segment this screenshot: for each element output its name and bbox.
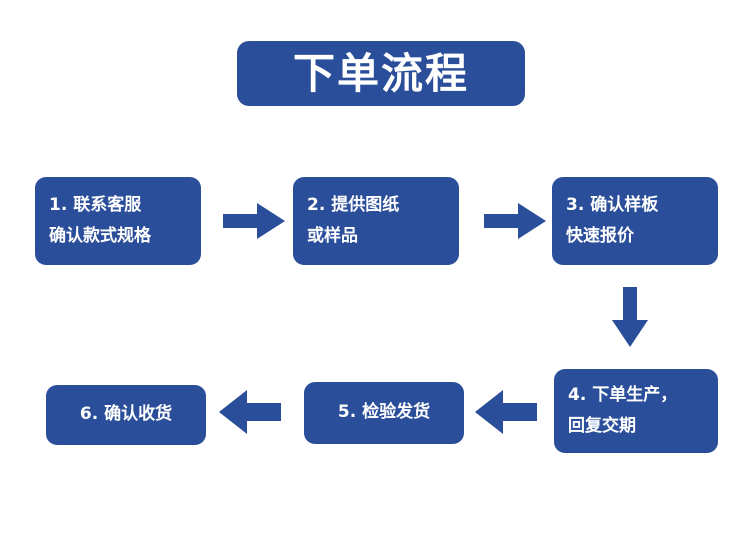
- flow-step-2[interactable]: 2. 提供图纸 或样品: [293, 177, 459, 265]
- flow-step-1-line-1: 1. 联系客服: [49, 194, 142, 215]
- arrow-down-icon: [612, 287, 648, 347]
- flow-step-4[interactable]: 4. 下单生产， 回复交期: [554, 369, 718, 453]
- flow-step-6[interactable]: 6. 确认收货: [46, 385, 206, 445]
- flow-step-6-line-1: 6. 确认收货: [79, 404, 173, 425]
- flow-step-3[interactable]: 3. 确认样板 快速报价: [552, 177, 718, 265]
- arrow-right-icon: [484, 203, 546, 239]
- arrow-left-icon: [475, 390, 537, 434]
- flow-step-1-line-2: 确认款式规格: [49, 226, 151, 246]
- flow-step-3-line-2: 快速报价: [566, 226, 634, 246]
- flow-step-1[interactable]: 1. 联系客服 确认款式规格: [35, 177, 201, 265]
- flow-step-5[interactable]: 5. 检验发货: [304, 382, 464, 444]
- page-title: 下单流程: [292, 48, 469, 98]
- flow-step-2-line-2: 或样品: [307, 226, 358, 246]
- flow-step-4-line-1: 4. 下单生产，: [568, 384, 678, 405]
- flowchart-title-banner: 下单流程: [237, 41, 525, 106]
- flow-step-4-line-2: 回复交期: [568, 416, 636, 436]
- arrow-left-icon: [219, 390, 281, 434]
- flow-step-3-line-1: 3. 确认样板: [566, 194, 659, 215]
- arrow-right-icon: [223, 203, 285, 239]
- flow-step-2-line-1: 2. 提供图纸: [307, 194, 400, 215]
- flow-step-5-line-1: 5. 检验发货: [337, 402, 431, 423]
